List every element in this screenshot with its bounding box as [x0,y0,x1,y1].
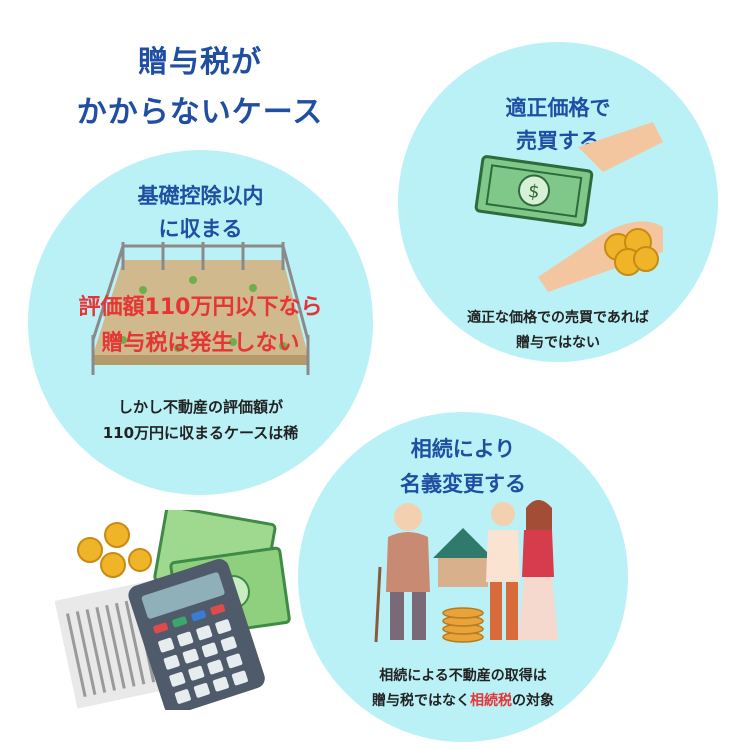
case-inheritance-heading-line-2: 名義変更する [400,472,526,496]
case-inheritance-note-line-2: 贈与税ではなく相続税の対象 [298,689,628,714]
coins-icon [77,522,152,578]
case-basic-highlight: 評価額110万円以下なら 贈与税は発生しない [28,290,373,362]
case-basic-deduction-circle: 基礎控除以内 に収まる 評価額110万円以下なら 贈与税は発生しない しかし不動… [28,150,373,495]
title-line-1: 贈与税が [138,45,262,80]
case-basic-note: しかし不動産の評価額が 110万円に収まるケースは稀 [28,394,373,446]
case-fair-price-note: 適正な価格での売買であれば 贈与ではない [398,306,718,356]
case-basic-highlight-line-1: 評価額110万円以下なら [78,295,323,320]
coins-icon [604,228,659,276]
family-house-icon [374,500,558,643]
title-line-2: かからないケース [76,95,324,130]
case-fair-price-note-line-1: 適正な価格での売買であれば [467,310,649,326]
case-inheritance-circle: 相続により 名義変更する 相続による不動産の取得は 贈与税ではなく相続税の対象 [298,412,628,742]
case-inheritance-heading-line-1: 相続により [410,437,516,461]
page-title: 贈与税が かからないケース [40,38,360,138]
case-inheritance-note: 相続による不動産の取得は 贈与税ではなく相続税の対象 [298,664,628,714]
case-basic-heading-line-2: に収まる [158,217,243,241]
case-basic-heading: 基礎控除以内 に収まる [28,180,373,246]
fenced-field-icon [91,242,310,375]
case-fair-price-heading-line-1: 適正価格で [505,96,611,120]
case-inheritance-note-part-1: 贈与税ではなく [372,693,470,709]
case-basic-note-line-1: しかし不動産の評価額が [117,398,283,416]
svg-text:$: $ [527,181,541,203]
case-fair-price-heading: 適正価格で 売買する [398,92,718,158]
case-fair-price-circle: 適正価格で 売買する $ 適正な価格での売買であれば 贈与ではない [398,42,718,362]
case-basic-note-line-2: 110万円に収まるケースは稀 [102,424,299,442]
case-basic-highlight-line-2: 贈与税は発生しない [101,331,300,356]
calculator-icon [55,510,291,710]
inheritance-tax-highlight: 相続税 [470,693,512,709]
case-fair-price-note-line-2: 贈与ではない [516,335,600,351]
case-basic-heading-line-1: 基礎控除以内 [137,184,264,208]
case-inheritance-note-part-2: の対象 [512,693,554,709]
case-inheritance-note-line-1: 相続による不動産の取得は [379,668,547,684]
money-hand-icon: $ [474,122,663,292]
case-inheritance-heading: 相続により 名義変更する [298,432,628,502]
